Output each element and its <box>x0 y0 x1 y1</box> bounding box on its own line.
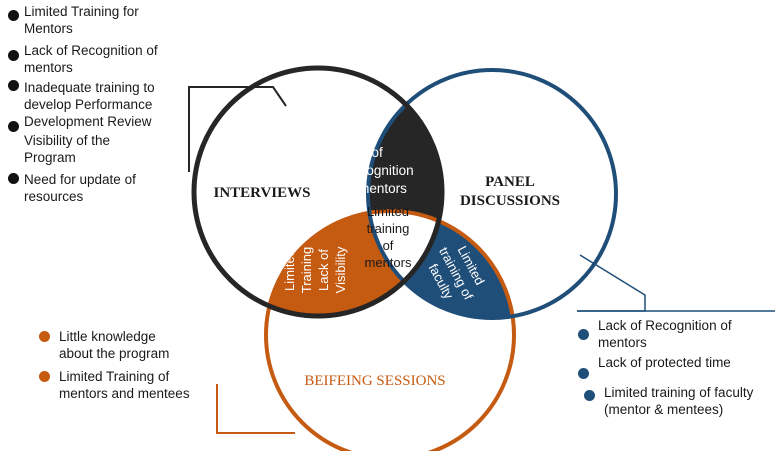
list-item: Lack of protected time <box>598 355 731 370</box>
interviews-label: INTERVIEWS <box>213 185 310 201</box>
center-line1: Limited <box>367 204 409 219</box>
panel-connector <box>577 254 646 312</box>
list-item: Limited training of faculty (mentor & me… <box>604 385 754 417</box>
list-item: Limited Training of mentors and mentees <box>59 369 190 401</box>
list-bullet <box>8 50 19 61</box>
briefing-findings-list: Little knowledge about the program Limit… <box>30 325 215 405</box>
ib-overlap-line4: Visibility <box>333 246 348 293</box>
interviews-connector <box>188 86 287 172</box>
briefing-circle <box>264 209 516 451</box>
list-bullet <box>578 329 589 340</box>
list-item: Need for update of resources <box>24 172 136 204</box>
panel-briefing-overlap <box>368 211 514 318</box>
briefing-connector <box>216 384 295 434</box>
list-bullet <box>8 80 19 91</box>
list-bullet <box>578 368 589 379</box>
ib-overlap-line2: Training <box>299 247 314 293</box>
list-bullet <box>8 10 19 21</box>
interviews-findings-list: Limited Training for Mentors Lack of Rec… <box>0 0 185 210</box>
list-bullet <box>8 121 19 132</box>
list-bullet <box>8 173 19 184</box>
ip-overlap-line3: of mentors <box>343 181 407 196</box>
center-line3: of <box>383 238 394 253</box>
list-bullet <box>39 371 50 382</box>
briefing-label: BEIFEING SESSIONS <box>304 373 445 389</box>
interviews-briefing-overlap <box>266 211 442 316</box>
panel-label-line2: DISCUSSIONS <box>460 193 560 209</box>
panel-findings-list: Lack of Recognition of mentors Lack of p… <box>574 314 779 424</box>
center-line2: training <box>367 221 410 236</box>
panel-circle <box>366 68 618 320</box>
list-bullet <box>39 331 50 342</box>
list-item: Lack of Recognition of mentors <box>24 43 158 75</box>
list-item: Little knowledge about the program <box>59 329 170 361</box>
list-item: Limited Training for Mentors <box>24 4 139 36</box>
ib-overlap-line3: Lack of <box>316 249 331 291</box>
center-line4: mentors <box>365 255 412 270</box>
ib-overlap-line1: Limited <box>282 249 297 291</box>
list-bullet <box>584 390 595 401</box>
list-item: Visibility of the Program <box>24 133 111 165</box>
interviews-circle <box>191 65 445 319</box>
ip-overlap-line1: Lack of <box>339 145 383 160</box>
panel-label-line1: PANEL <box>485 174 535 190</box>
list-item: Inadequate training to develop Performan… <box>24 80 155 129</box>
list-item: Lack of Recognition of mentors <box>598 318 732 350</box>
ip-overlap-line2: Recognition <box>342 163 413 178</box>
